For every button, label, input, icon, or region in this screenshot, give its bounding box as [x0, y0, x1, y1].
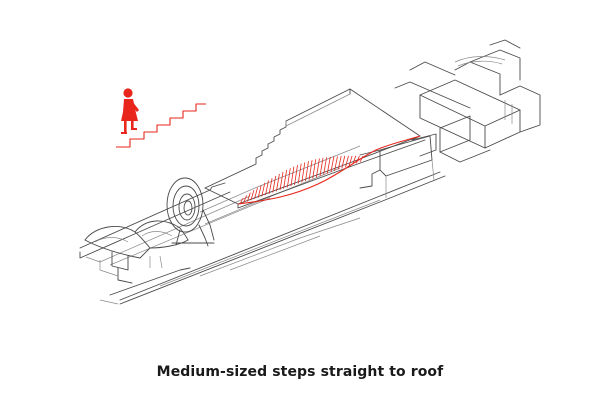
roof-step-line: [268, 178, 273, 194]
roof-step-line: [337, 156, 342, 170]
roof-step-line: [330, 156, 335, 173]
roof-step-line: [272, 175, 277, 193]
roof-step-line: [359, 155, 364, 163]
roof-step-line: [265, 180, 269, 196]
roof-step-line: [323, 157, 327, 175]
roof-step-line: [301, 162, 306, 183]
roof-step-line: [250, 190, 255, 201]
roof-step-line: [261, 182, 266, 197]
roof-step-line: [276, 173, 280, 192]
roof-step-line: [308, 160, 313, 180]
ring-sculpture: [166, 177, 215, 247]
roof-step-line: [290, 166, 295, 187]
roof-block: [204, 88, 437, 209]
roof-step-line: [345, 155, 349, 168]
roof-step-line: [297, 163, 302, 184]
right-buildings: [394, 39, 541, 163]
roof-step-line: [305, 161, 309, 182]
roof-step-line: [254, 187, 258, 200]
roof-step-line: [279, 171, 284, 191]
roof-step-line: [246, 192, 251, 202]
roof-step-line: [341, 155, 346, 169]
roof-step-line: [239, 197, 244, 205]
stairs-pictogram: [116, 103, 206, 148]
canopy-structure: [84, 220, 189, 284]
roof-step-line: [352, 155, 357, 165]
roof-step-line: [294, 165, 298, 185]
linear-park-structure: [79, 145, 446, 305]
roof-step-line: [319, 157, 324, 177]
roof-step-line: [334, 156, 338, 171]
roof-step-line: [286, 168, 291, 188]
step-lines: [239, 155, 364, 205]
roof-step-line: [283, 169, 287, 189]
walking-person-figure: [121, 88, 139, 134]
roof-step-line: [356, 155, 360, 164]
roof-step-line: [326, 156, 331, 174]
person-climbing-stairs-icon: [116, 88, 206, 148]
roof-step-line: [316, 158, 320, 178]
roof-steps-accent: [237, 135, 421, 205]
roof-step-line: [257, 185, 262, 198]
roof-step-line: [348, 155, 353, 166]
roof-step-line: [312, 159, 317, 179]
roof-step-line: [243, 195, 247, 203]
figure-caption: Medium-sized steps straight to roof: [156, 364, 444, 380]
